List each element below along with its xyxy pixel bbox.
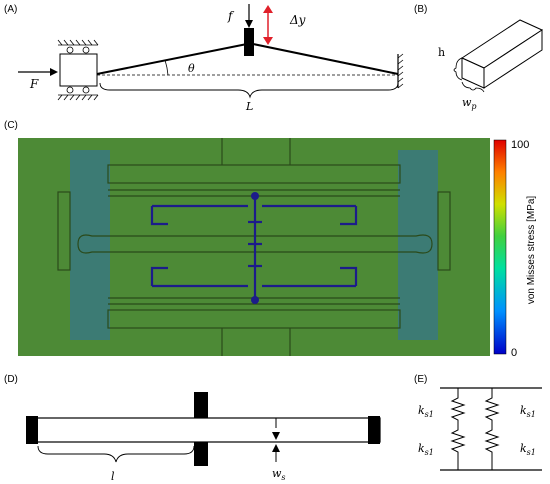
fea-anchor-top (251, 192, 259, 200)
spring-label-tl: ks1 (418, 404, 434, 419)
colorbar-max-label: 100 (511, 139, 529, 151)
load-label-f: f (227, 9, 235, 23)
right-wall-hatch (397, 53, 404, 89)
force-label-F: F (29, 77, 39, 91)
beam-side-face (483, 29, 543, 89)
roller-bottom-left (66, 86, 74, 94)
beam-right (252, 43, 399, 75)
panel-e-label: (E) (414, 374, 428, 385)
roller-bottom-right (82, 86, 90, 94)
deflection-arrow-top (263, 5, 273, 13)
panel-b-label: (B) (414, 4, 428, 15)
deflection-label: Δy (289, 13, 306, 27)
height-label: h (438, 46, 445, 59)
angle-arc (164, 59, 169, 76)
fea-glow-left (70, 150, 110, 340)
spring-right (484, 388, 500, 470)
fea-anchor-bottom (251, 296, 259, 304)
colorbar (493, 139, 507, 355)
angle-label: θ (188, 62, 195, 75)
panel-a-label: (A) (4, 4, 18, 15)
segment-label: l (111, 470, 115, 483)
spring-label-br: ks1 (520, 442, 536, 457)
roller-top-right (82, 46, 90, 54)
flexure-center-bottom (194, 442, 208, 466)
flexure-right-anchor (368, 416, 380, 444)
block-hatch-top (57, 39, 99, 46)
roller-top-left (66, 46, 74, 54)
height-brace (453, 57, 463, 81)
force-arrow-F-head (50, 68, 58, 76)
panel-c-label: (C) (4, 120, 18, 131)
colorbar-title: von Misses stress [MPa] (526, 196, 537, 305)
flexure-center-top (194, 392, 208, 418)
spring-left (450, 388, 466, 470)
spring-label-tr: ks1 (520, 404, 536, 419)
beam-left (96, 43, 248, 75)
fea-glow-right (398, 150, 438, 340)
load-arrow-f-head (245, 20, 253, 28)
flexure-left-anchor (26, 416, 38, 444)
flexure-width-label: ws (272, 467, 286, 482)
fea-high-stress (150, 196, 358, 300)
width-label: wp (462, 96, 477, 111)
length-label: L (245, 100, 253, 113)
panel-d-label: (D) (4, 374, 18, 385)
length-brace (99, 82, 399, 99)
deflection-arrow-bottom (263, 37, 273, 45)
center-mass (244, 28, 254, 56)
block-hatch-bottom (57, 94, 99, 101)
sliding-block (59, 53, 98, 87)
colorbar-min-label: 0 (511, 347, 517, 359)
segment-brace (37, 445, 195, 463)
width-brace (461, 81, 485, 93)
spring-label-bl: ks1 (418, 442, 434, 457)
